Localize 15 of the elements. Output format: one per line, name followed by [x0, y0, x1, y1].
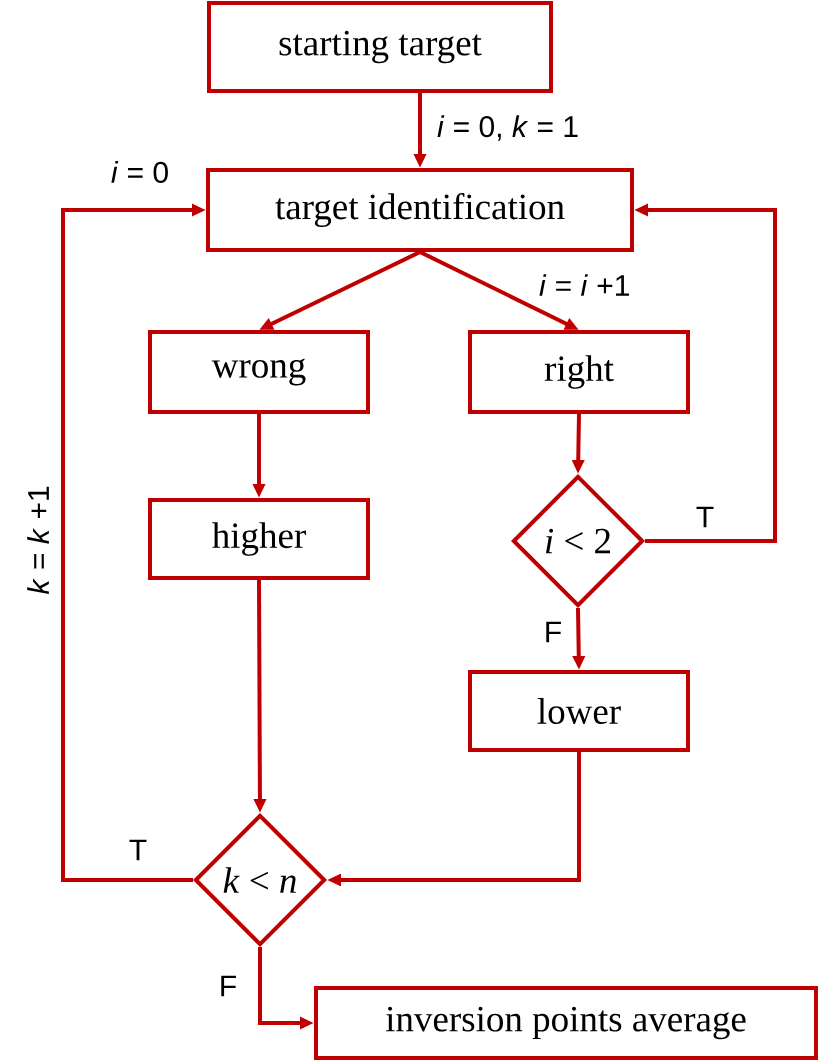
edge-label: i = i +1 — [539, 274, 629, 296]
process-box: inversion points average — [314, 986, 818, 1060]
loop-label: i = 0 — [111, 161, 168, 183]
edge-label: F — [546, 621, 561, 643]
process-box: right — [468, 330, 690, 414]
edge-label: i = 0, k = 1 — [437, 115, 578, 141]
process-box: lower — [468, 670, 690, 752]
edge-label: T — [129, 839, 147, 861]
process-box: starting target — [207, 1, 553, 93]
edge-label: F — [221, 975, 236, 997]
process-box: higher — [148, 498, 370, 580]
process-box: wrong — [148, 330, 370, 414]
edge-label: T — [696, 506, 714, 528]
process-box: target identification — [206, 168, 634, 252]
loop-label: k = k +1 — [27, 486, 49, 595]
